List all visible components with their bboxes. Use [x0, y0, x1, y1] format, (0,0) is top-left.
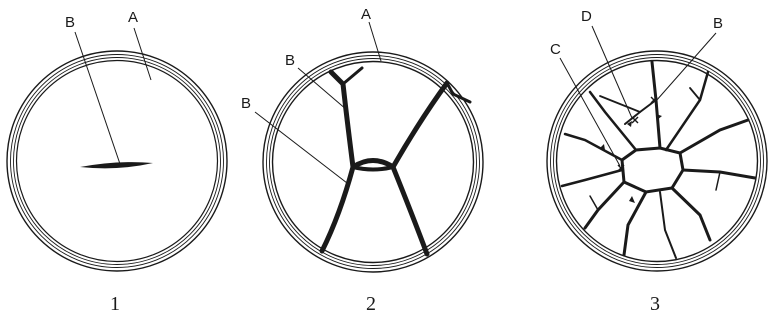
figure-1: B A 1: [7, 9, 227, 315]
figure-3-label-B: B: [713, 15, 723, 32]
figure-1-label-B: B: [65, 14, 75, 31]
figure-3-label-D: D: [581, 8, 592, 25]
figure-3-network-strands: [562, 62, 755, 258]
figure-2-leader-B1: [298, 68, 347, 110]
figure-3-cell-wall: [547, 51, 767, 271]
figure-2-label-A: A: [361, 6, 371, 23]
figure-3-label-C: C: [550, 41, 561, 58]
figure-1-leader-B: [75, 32, 120, 164]
figure-2-number: 2: [366, 293, 376, 315]
figure-1-leader-A: [134, 28, 151, 80]
figure-2: A B B 2: [241, 6, 483, 315]
figure-1-label-A: A: [128, 9, 138, 26]
figure-3: C D B 3: [547, 8, 767, 315]
figure-2-label-B1: B: [285, 52, 295, 69]
figure-1-cell-wall: [7, 51, 227, 271]
figure-1-number: 1: [110, 293, 120, 315]
figure-2-label-B2: B: [241, 95, 251, 112]
figure-2-leader-B2: [255, 112, 347, 183]
figure-3-number: 3: [650, 293, 660, 315]
figure-1-nucleus-spindle: [80, 162, 153, 168]
